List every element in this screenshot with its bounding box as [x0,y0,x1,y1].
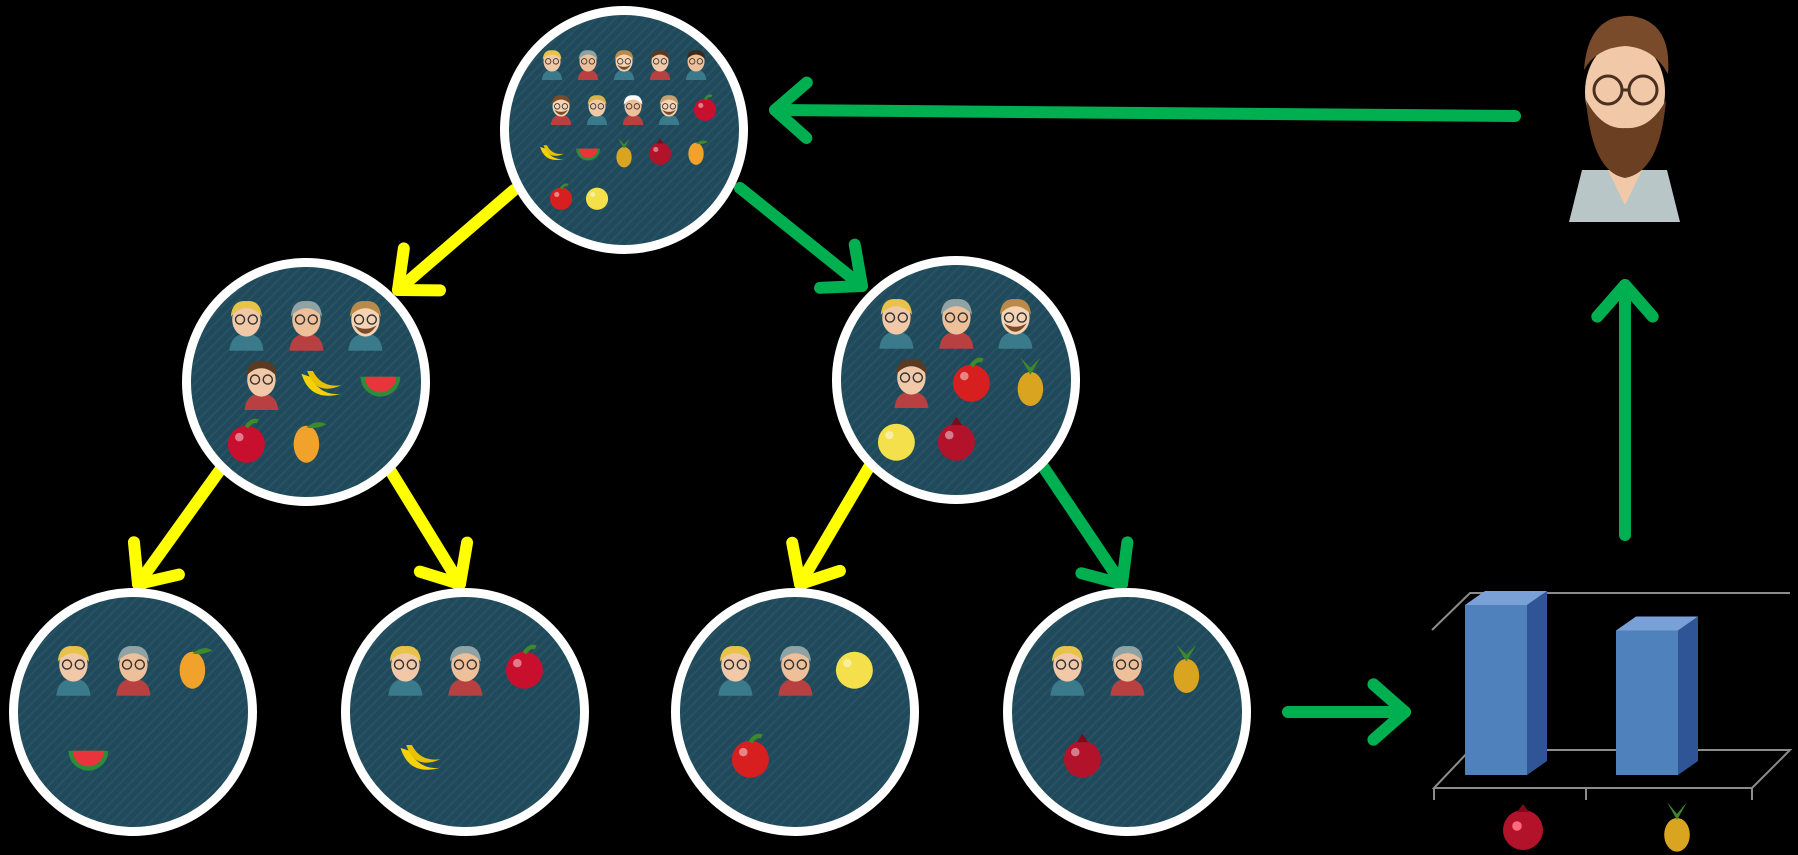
tomato-icon [943,352,1000,409]
person-avatar-icon [707,639,764,696]
tree-node-leaf-ll [9,588,257,836]
watermelon-icon [60,728,117,785]
person-avatar-icon [337,294,394,351]
person-to-root-arrow [769,76,1521,144]
lemon-icon [826,639,883,696]
person-avatar-icon [437,639,494,696]
tree-node-right [832,256,1080,504]
watermelon-icon [571,135,605,169]
pomegranate-icon [928,411,985,468]
person-avatar-icon [1099,639,1156,696]
leaves-to-chart-arrow [1282,678,1411,746]
bearded-person-icon [1569,15,1680,222]
chart-to-person-arrow [1591,279,1659,541]
apple-icon [496,639,553,696]
person-avatar-icon [883,352,940,409]
tomato-icon [722,728,779,785]
person-avatar-icon [278,294,335,351]
chart-floor [1431,592,1793,800]
tree-node-leaf-rr [1003,588,1251,836]
person-avatar-icon [580,91,614,125]
person-avatar-icon [643,46,677,80]
person-avatar-icon [767,639,824,696]
pineapple-icon [607,135,641,169]
person-avatar-icon [45,639,102,696]
apple-icon [218,413,275,470]
person-avatar-icon [544,91,578,125]
bar-pineapple [1616,616,1698,775]
person-avatar-icon [607,46,641,80]
tree-node-left [182,258,430,506]
apple-icon [688,91,722,125]
tree-node-leaf-rl [671,588,919,836]
pineapple-icon [1158,639,1215,696]
person-avatar-icon [928,292,985,349]
x-tick-labels [1503,802,1690,852]
person-avatar-icon [1039,639,1096,696]
pomegranate-icon [643,135,677,169]
watermelon-icon [352,354,409,411]
person-avatar-icon [868,292,925,349]
person-avatar-icon [377,639,434,696]
person-avatar-icon [233,354,290,411]
person-avatar-icon [987,292,1044,349]
x-tick-pineapple [1664,802,1690,852]
person-avatar-icon [652,91,686,125]
mango-icon [278,413,335,470]
bar-pomegranate [1465,591,1547,775]
x-tick-pomegranate [1503,804,1543,850]
pineapple-icon [1002,352,1059,409]
lemon-icon [580,180,614,214]
person-avatar-icon [571,46,605,80]
tree-node-leaf-lr [341,588,589,836]
person-avatar-icon [679,46,713,80]
pomegranate-icon [1054,728,1111,785]
fruit-count-bar-chart [1431,591,1793,852]
person-avatar-icon [535,46,569,80]
tree-node-root [500,6,748,254]
tomato-icon [544,180,578,214]
banana-icon [293,354,350,411]
mango-icon [164,639,221,696]
banana-icon [392,728,449,785]
lemon-icon [868,411,925,468]
person-avatar-icon [218,294,275,351]
banana-icon [535,135,569,169]
person-avatar-icon [105,639,162,696]
mango-icon [679,135,713,169]
person-avatar-icon [616,91,650,125]
